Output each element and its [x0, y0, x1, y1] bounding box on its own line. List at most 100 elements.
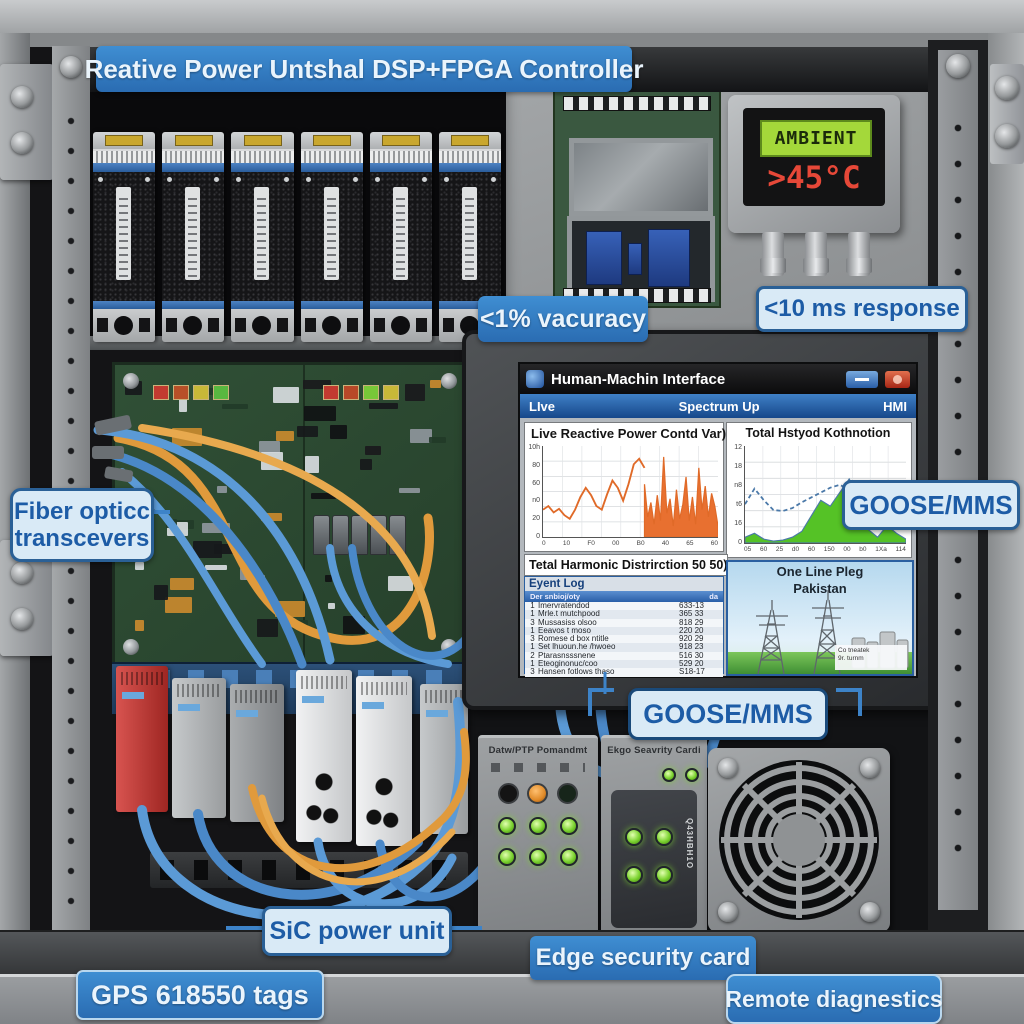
ptp-module-label: Datw/PTP Pomandmt — [488, 745, 588, 756]
oneline-title: One Line Pleg — [776, 564, 864, 579]
module-foot — [300, 309, 363, 342]
din-module — [420, 684, 468, 834]
status-led-row — [323, 385, 399, 400]
goose-mms-callout-bottom: GOOSE/MMS — [628, 688, 828, 740]
module-connector — [231, 149, 294, 163]
power-module[interactable] — [231, 132, 294, 342]
cabinet-bottom-frame — [0, 930, 1024, 976]
menu-live[interactable]: LIve — [529, 398, 556, 414]
temperature-display: AMBIENT >45°C — [728, 95, 900, 233]
din-module-red — [116, 666, 168, 812]
push-button[interactable] — [556, 783, 578, 804]
cooling-fan — [708, 748, 890, 932]
goose-mms-callout-right: GOOSE/MMS — [842, 480, 1020, 530]
module-band — [300, 163, 363, 172]
push-button[interactable] — [498, 783, 520, 804]
module-top-cap — [369, 132, 432, 149]
power-module[interactable] — [162, 132, 225, 342]
response-callout: <10 ms response — [756, 286, 968, 332]
power-module[interactable] — [369, 132, 432, 342]
chart-title: Live Reactive Power Contd Var) — [531, 426, 727, 441]
power-module[interactable] — [93, 132, 156, 342]
module-body — [93, 172, 156, 301]
module-connector — [162, 149, 225, 163]
temp-screen: AMBIENT >45°C — [743, 108, 885, 206]
module-top-cap — [93, 132, 156, 149]
breaker-module-row — [93, 132, 502, 342]
hmi-app-icon — [526, 370, 544, 388]
controller-card — [553, 90, 721, 308]
module-top-cap — [162, 132, 225, 149]
cabinet-top-frame-edge — [0, 33, 1024, 47]
module-foot — [162, 309, 225, 342]
security-card-label: Ekgo Seavrity Cardi — [607, 745, 701, 756]
temp-lcd: AMBIENT — [760, 120, 872, 157]
module-band — [300, 301, 363, 309]
status-led-row — [153, 385, 229, 400]
button-row — [494, 783, 582, 804]
module-band — [369, 163, 432, 172]
cabinet-left-frame — [0, 33, 30, 930]
temp-connectors — [752, 232, 880, 278]
module-band — [93, 163, 156, 172]
power-module[interactable] — [438, 132, 502, 342]
menu-spectrum[interactable]: Spectrum Up — [678, 398, 760, 414]
module-band — [438, 163, 502, 172]
fiber-transceiver — [332, 515, 349, 555]
module-connector — [93, 149, 156, 163]
led-grid — [492, 817, 584, 866]
din-module — [230, 684, 284, 822]
hinge — [0, 64, 54, 180]
event-table-header: Der snbioj/oty da — [525, 591, 723, 602]
temp-value: >45°C — [767, 160, 861, 196]
security-card-module: Ekgo Seavrity Cardi Q43HBH1O — [601, 735, 707, 938]
cable-gland — [847, 232, 870, 276]
card-connector-top — [563, 96, 711, 111]
module-body — [231, 172, 294, 301]
fan-grille — [719, 760, 879, 920]
event-header-left: Der snbioj/oty — [530, 592, 581, 601]
hmi-window-title: Human-Machin Interface — [551, 370, 726, 388]
module-bay — [88, 88, 506, 348]
module-body — [369, 172, 432, 301]
chart-title: Total Hstyod Kothnotion — [745, 426, 891, 440]
push-button[interactable] — [527, 783, 549, 804]
sic-power-callout: SiC power unit — [262, 906, 452, 956]
minimize-button[interactable] — [846, 370, 878, 388]
oneline-diagram: One Line Pleg Pakistan — [726, 560, 914, 676]
menu-hmi[interactable]: HMI — [883, 398, 907, 414]
module-connector — [438, 149, 502, 163]
oneline-subtitle: Pakistan — [793, 581, 847, 596]
module-band — [93, 301, 156, 309]
remote-diagnostics-callout: Remote diagnestics — [725, 974, 943, 1024]
power-module[interactable] — [300, 132, 363, 342]
module-body — [162, 172, 225, 301]
card-shield-upper — [569, 138, 713, 216]
vertical-label: Q43HBH1O — [685, 818, 694, 870]
din-module — [172, 678, 226, 818]
module-foot — [231, 309, 294, 342]
fiber-transceiver — [389, 515, 406, 555]
module-top-cap — [438, 132, 502, 149]
close-button[interactable] — [885, 370, 910, 388]
cable-gland — [804, 232, 827, 276]
security-card-panel: Q43HBH1O — [611, 790, 697, 928]
edge-security-callout: Edge security card — [530, 936, 756, 980]
fiber-transceiver — [351, 515, 368, 555]
